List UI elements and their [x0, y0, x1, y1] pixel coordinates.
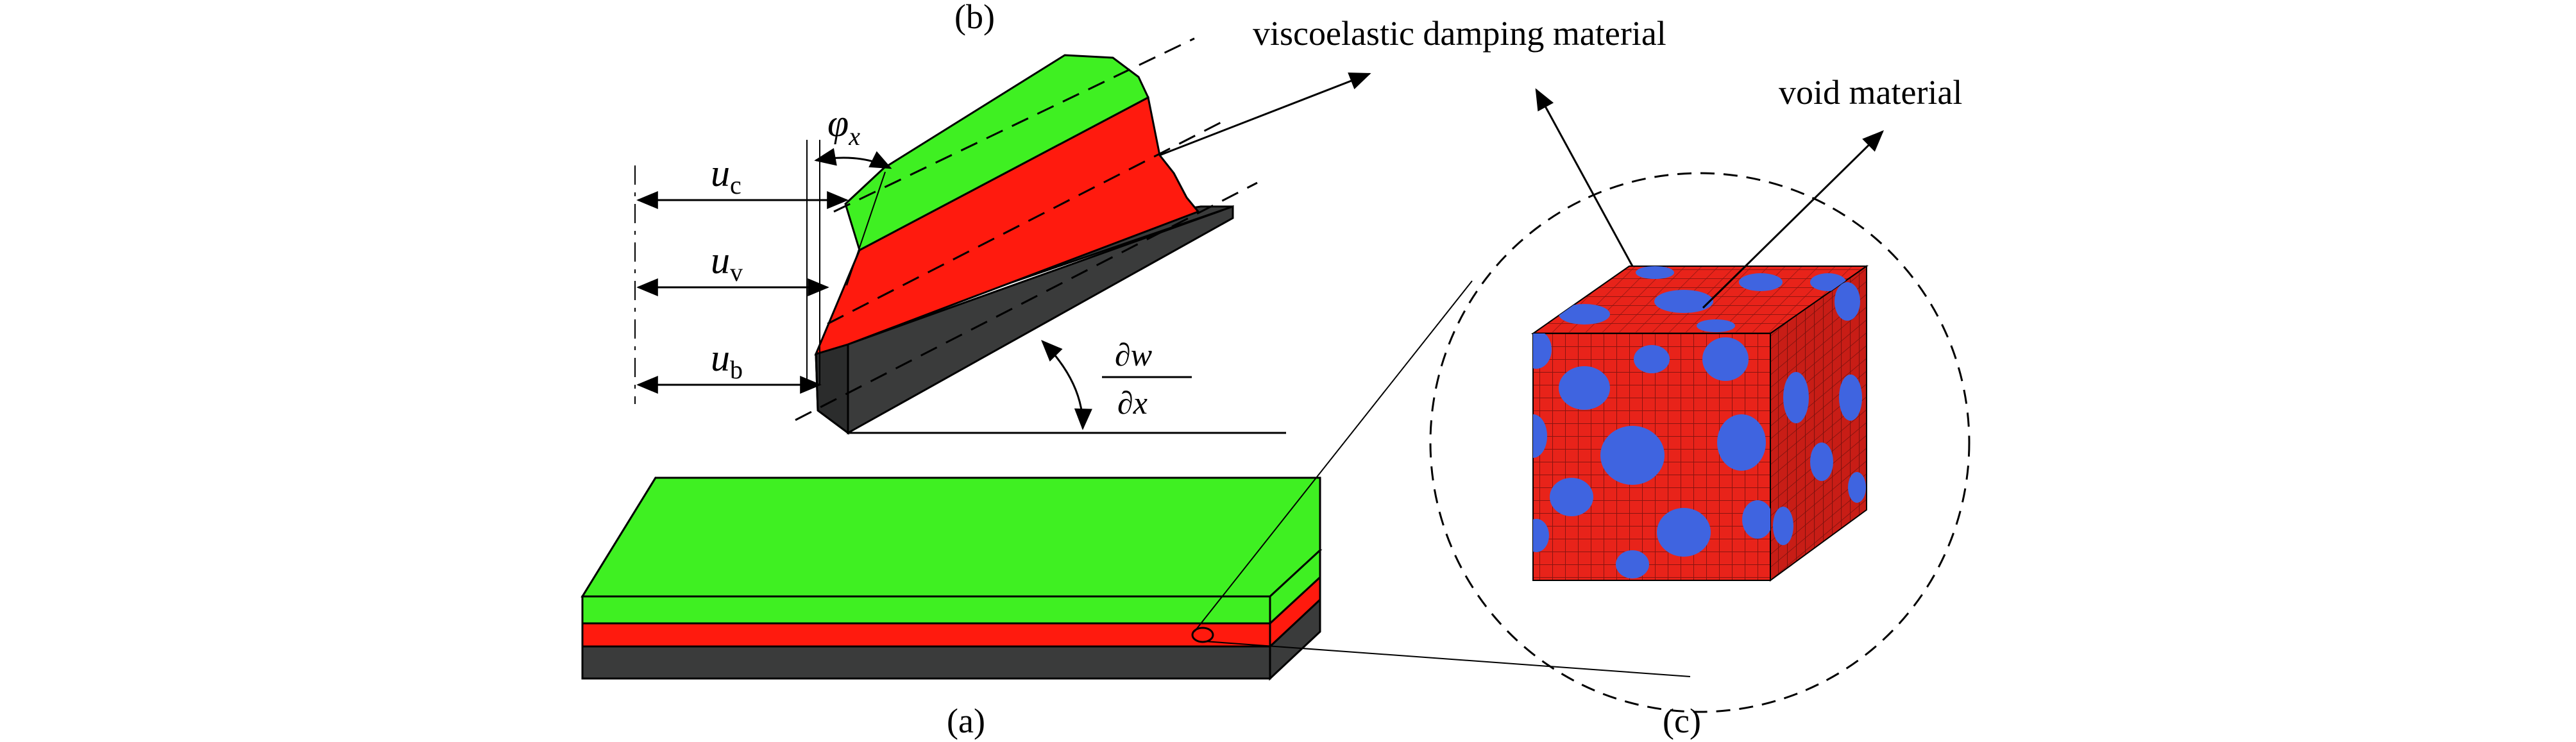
- dashed-line-2: [827, 117, 1229, 325]
- slope-arc: [1041, 340, 1092, 430]
- caption-b: (b): [954, 0, 995, 36]
- sample-ellipse: [1191, 627, 1214, 643]
- dx-denominator: ∂x: [1117, 385, 1148, 421]
- zoom-line-bottom: [1204, 641, 1691, 677]
- base-layer-front: [581, 645, 1271, 680]
- u-b-label: ub: [711, 337, 743, 384]
- phi-arc: [814, 148, 892, 169]
- void-regions-front: [1533, 333, 1770, 578]
- dashed-line-1: [833, 37, 1195, 213]
- void-regions-top: [1559, 266, 1846, 332]
- sandwich-plate: [580, 476, 1323, 681]
- caption-c: (c): [1663, 702, 1701, 740]
- constraint-layer-top-fix: [580, 476, 1321, 598]
- constraint-layer-side: [1269, 548, 1321, 626]
- dashed-line-3: [795, 181, 1258, 421]
- constraint-layer-front: [581, 595, 1271, 625]
- viscoelastic-label: viscoelastic damping material: [1253, 14, 1666, 53]
- section-pointer-arrow: [1159, 72, 1371, 156]
- void-label: void material: [1779, 73, 1962, 112]
- zoom-circle: [1429, 172, 1970, 713]
- microstructure: [1194, 88, 1970, 713]
- rotated-normal-line: [846, 171, 886, 286]
- damping-pointer-arrow: [1535, 88, 1634, 267]
- section-base-front: [815, 342, 849, 435]
- viscoelastic-layer-front: [581, 622, 1271, 648]
- u-v-label: uv: [711, 239, 743, 287]
- section-constraint-layer: [844, 54, 1149, 252]
- void-pointer-arrow: [1702, 130, 1884, 309]
- u-c-label: uc: [711, 152, 741, 199]
- zoom-line-top: [1194, 280, 1473, 632]
- section-base-slab: [847, 205, 1234, 435]
- cross-section: [634, 37, 1286, 435]
- caption-a: (a): [947, 702, 985, 740]
- void-regions-side: [1773, 282, 1866, 545]
- section-symbols: φx uc uv ub ∂w ∂x: [711, 102, 1152, 421]
- dw-numerator: ∂w: [1115, 337, 1152, 373]
- phi-x-label: φx: [827, 102, 860, 151]
